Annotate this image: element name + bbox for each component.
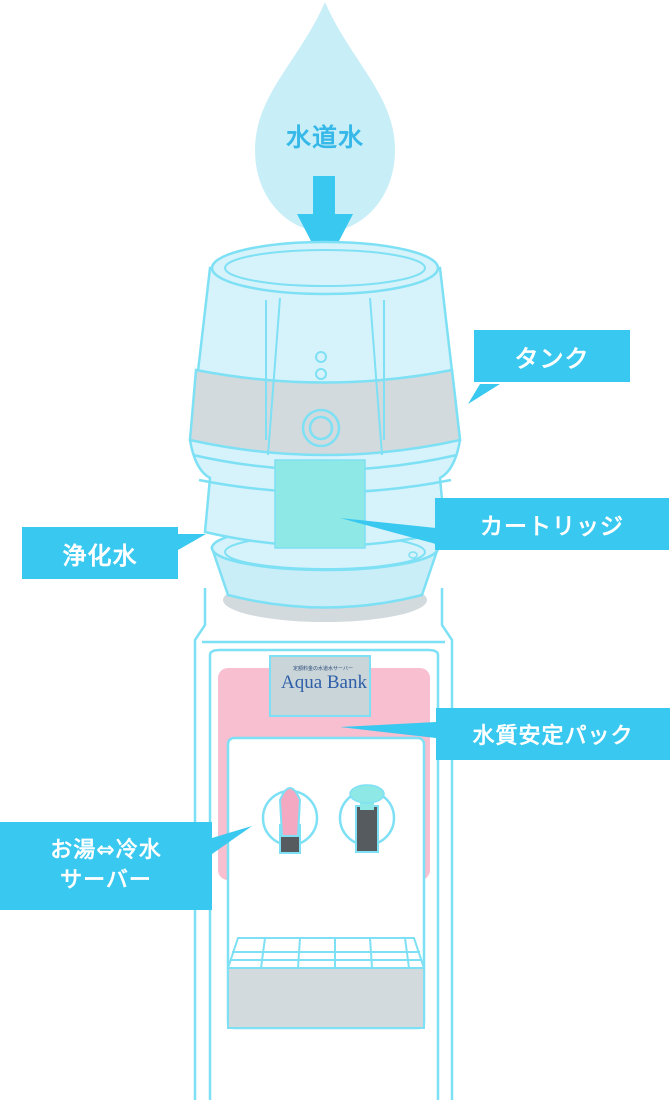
purified-water-label: 浄化水: [62, 541, 138, 570]
tap-water-label: 水道水: [285, 123, 364, 152]
cartridge: [274, 459, 366, 549]
tank-callout: タンク: [474, 330, 630, 382]
tank-label: タンク: [514, 344, 590, 373]
water-drop: [255, 2, 395, 232]
hot-cold-server-callout: お湯⇔冷水 サーバー: [0, 822, 212, 910]
purified-water-callout: 浄化水: [22, 527, 178, 579]
panel-brand-logo: Aqua Bank: [280, 672, 367, 693]
hot-cold-label: お湯⇔冷水: [50, 838, 162, 863]
cartridge-label: カートリッジ: [480, 514, 624, 540]
panel-caption: 定額料金の水道水サーバー: [293, 666, 353, 672]
tank: [188, 240, 462, 548]
callout-pointers: [178, 384, 500, 854]
server-label: サーバー: [60, 868, 152, 893]
water-quality-pack-label: 水質安定パック: [472, 724, 634, 749]
cartridge-callout: カートリッジ: [435, 498, 669, 550]
hot-tap-icon: [261, 787, 319, 854]
drip-tray: [226, 937, 426, 1029]
water-quality-pack-callout: 水質安定パック: [436, 708, 670, 760]
water-quality-pack: [269, 655, 371, 717]
cold-tap-icon: [338, 784, 396, 853]
